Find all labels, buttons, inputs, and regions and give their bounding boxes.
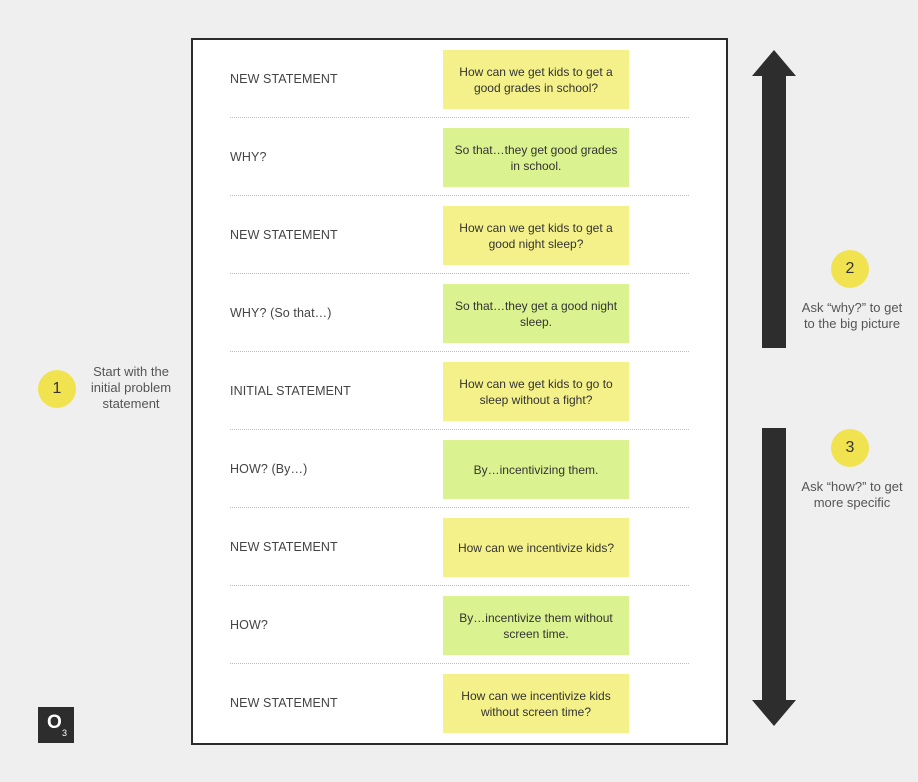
step-2-caption: Ask “why?” to get to the big picture [801, 300, 903, 331]
ladder-row: NEW STATEMENT How can we get kids to get… [193, 196, 726, 274]
row-label: NEW STATEMENT [230, 228, 338, 242]
ladder-panel: NEW STATEMENT How can we get kids to get… [191, 38, 728, 745]
row-label: NEW STATEMENT [230, 540, 338, 554]
step-1-badge: 1 [38, 370, 76, 408]
row-divider [230, 351, 689, 352]
o3-logo: O 3 [38, 707, 74, 743]
sticky-note: How can we incentivize kids? [443, 518, 629, 577]
sticky-note: So that…they get a good night sleep. [443, 284, 629, 343]
row-divider [230, 273, 689, 274]
row-label: WHY? [230, 150, 267, 164]
sticky-note: By…incentivize them without screen time. [443, 596, 629, 655]
ladder-row: INITIAL STATEMENT How can we get kids to… [193, 352, 726, 430]
step-1-number: 1 [52, 380, 62, 397]
ladder-row: HOW? By…incentivize them without screen … [193, 586, 726, 664]
logo-subscript: 3 [62, 728, 68, 738]
row-label: HOW? [230, 618, 268, 632]
sticky-note: How can we get kids to get a good night … [443, 206, 629, 265]
ladder-row: HOW? (By…) By…incentivizing them. [193, 430, 726, 508]
ladder-row: WHY? So that…they get good grades in sch… [193, 118, 726, 196]
sticky-note: How can we get kids to get a good grades… [443, 50, 629, 109]
ladder-row: NEW STATEMENT How can we incentivize kid… [193, 508, 726, 586]
row-label: WHY? (So that…) [230, 306, 332, 320]
ladder-row: NEW STATEMENT How can we get kids to get… [193, 40, 726, 118]
row-label: NEW STATEMENT [230, 696, 338, 710]
row-label: HOW? (By…) [230, 462, 308, 476]
step-1-caption: Start with the initial problem statement [90, 364, 172, 411]
row-label: INITIAL STATEMENT [230, 384, 351, 398]
sticky-note: So that…they get good grades in school. [443, 128, 629, 187]
row-divider [230, 429, 689, 430]
row-label: NEW STATEMENT [230, 72, 338, 86]
step-3-badge: 3 [831, 429, 869, 467]
row-divider [230, 585, 689, 586]
ladder-row: NEW STATEMENT How can we incentivize kid… [193, 664, 726, 742]
step-2-badge: 2 [831, 250, 869, 288]
row-divider [230, 195, 689, 196]
down-arrow-icon [752, 428, 796, 726]
step-3-caption: Ask “how?” to get more specific [801, 479, 903, 510]
sticky-note: How can we incentivize kids without scre… [443, 674, 629, 733]
sticky-note: By…incentivizing them. [443, 440, 629, 499]
row-divider [230, 507, 689, 508]
step-2-number: 2 [845, 260, 855, 277]
ladder-row: WHY? (So that…) So that…they get a good … [193, 274, 726, 352]
sticky-note: How can we get kids to go to sleep witho… [443, 362, 629, 421]
logo-letter: O [47, 712, 62, 733]
row-divider [230, 663, 689, 664]
up-arrow-icon [752, 50, 796, 348]
row-divider [230, 117, 689, 118]
step-3-number: 3 [845, 439, 855, 456]
